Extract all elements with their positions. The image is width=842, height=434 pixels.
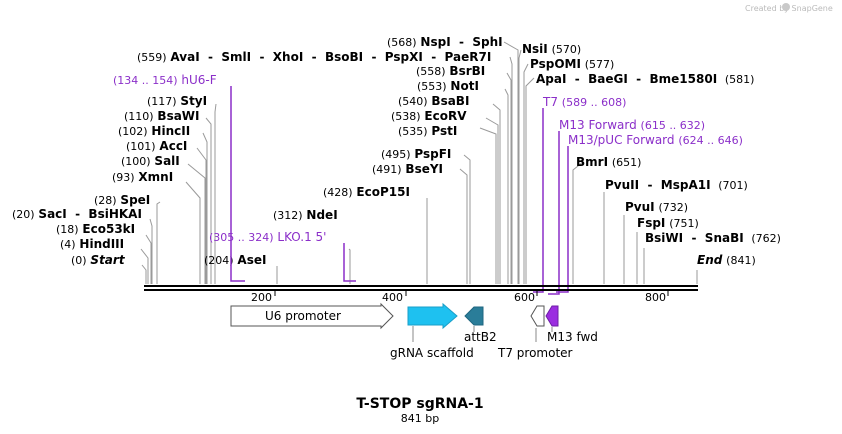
site-ndei: (312) NdeI xyxy=(273,208,338,222)
site-bmri: BmrI (651) xyxy=(576,155,641,169)
ruler-label-400: 400 xyxy=(382,291,403,304)
primer-m13-forward: M13 Forward (615 .. 632) xyxy=(559,118,705,132)
site-pvui: PvuI (732) xyxy=(625,200,688,214)
site-saci: (20) SacI - BsiHKAI xyxy=(12,207,142,221)
site-bsiwi: BsiWI - SnaBI (762) xyxy=(645,231,781,245)
ruler-label-600: 600 xyxy=(514,291,535,304)
feature-t7-promoter xyxy=(530,305,545,327)
site-xmni: (93) XmnI xyxy=(112,170,173,184)
ruler: 200 400 600 800 xyxy=(251,291,669,304)
site-ecop15i: (428) EcoP15I xyxy=(323,185,410,199)
features: U6 promoter gRNA scaffold attB2 T7 promo… xyxy=(230,302,598,360)
feature-grna-scaffold xyxy=(407,302,458,330)
snapgene-watermark: Created by SnapGene xyxy=(745,3,833,13)
map-subtitle: 841 bp xyxy=(401,412,439,425)
feature-u6-promoter xyxy=(230,302,394,330)
site-nsii: NsiI (570) xyxy=(522,42,581,56)
feature-u6-promoter-label: U6 promoter xyxy=(265,309,341,323)
site-bseyi: (491) BseYI xyxy=(372,162,443,176)
site-eco53ki: (18) Eco53kI xyxy=(56,222,135,236)
restriction-sites: (0) Start (4) HindIII (18) Eco53kI (20) … xyxy=(12,35,781,267)
site-ecorv: (538) EcoRV xyxy=(391,109,467,123)
snapgene-logo-icon xyxy=(782,3,790,11)
site-bsabi: (540) BsaBI xyxy=(398,94,469,108)
site-nspi: (568) NspI - SphI xyxy=(387,35,503,49)
feature-grna-scaffold-label: gRNA scaffold xyxy=(390,346,474,360)
primer-t7: T7 (589 .. 608) xyxy=(542,95,626,109)
site-bsawi: (110) BsaWI xyxy=(124,109,200,123)
feature-attb2 xyxy=(464,306,484,326)
feature-attb2-label: attB2 xyxy=(464,330,497,344)
feature-m13-fwd xyxy=(545,305,559,327)
ruler-label-200: 200 xyxy=(251,291,272,304)
site-spei: (28) SpeI xyxy=(94,193,150,207)
site-styi: (117) StyI xyxy=(147,94,207,108)
feature-t7-promoter-label: T7 promoter xyxy=(497,346,573,360)
site-pspomi: PspOMI (577) xyxy=(530,57,614,71)
site-psti: (535) PstI xyxy=(398,124,457,138)
ruler-label-800: 800 xyxy=(645,291,666,304)
site-apai: ApaI - BaeGI - Bme1580I (581) xyxy=(536,72,754,86)
site-sali: (100) SalI xyxy=(121,154,180,168)
dna-backbone xyxy=(144,285,698,291)
site-avai: (559) AvaI - SmlI - XhoI - BsoBI - PspXI… xyxy=(137,50,491,64)
primer-m13-puc-forward: M13/pUC Forward (624 .. 646) xyxy=(568,133,743,147)
site-end: End (841) xyxy=(697,253,756,267)
site-hincii: (102) HincII xyxy=(118,124,190,138)
map-title: T-STOP sgRNA-1 xyxy=(356,396,483,412)
feature-m13-fwd-label: M13 fwd xyxy=(547,330,598,344)
primer-lko1: (305 .. 324) LKO.1 5' xyxy=(209,230,326,244)
primer-hu6-f: (134 .. 154) hU6-F xyxy=(113,73,217,87)
site-bsrbi: (558) BsrBI xyxy=(416,64,485,78)
site-noti: (553) NotI xyxy=(417,79,479,93)
site-start: (0) Start xyxy=(71,253,126,267)
site-acci: (101) AccI xyxy=(126,139,187,153)
primers: (134 .. 154) hU6-F (305 .. 324) LKO.1 5'… xyxy=(113,73,743,295)
site-asei: (204) AseI xyxy=(204,253,266,267)
site-fspi: FspI (751) xyxy=(637,216,699,230)
site-pvuii: PvuII - MspA1I (701) xyxy=(605,178,748,192)
site-leader-lines xyxy=(140,41,698,284)
site-pspfi: (495) PspFI xyxy=(381,147,451,161)
site-hindiii: (4) HindIII xyxy=(60,237,124,251)
